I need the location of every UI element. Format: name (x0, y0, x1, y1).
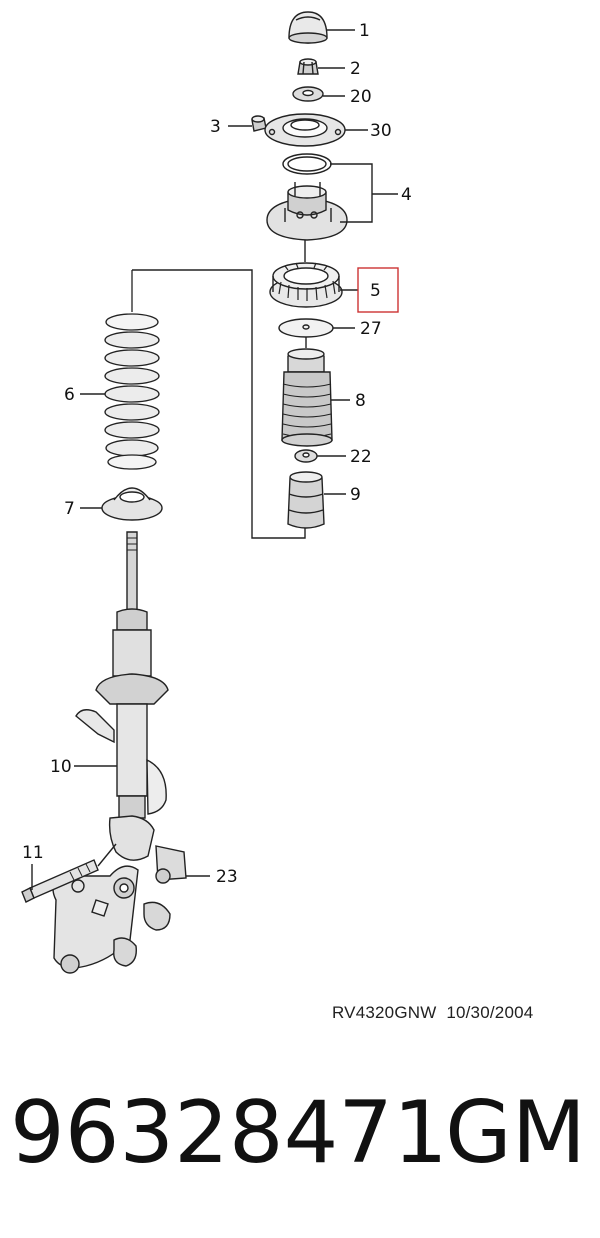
part-10-strut (95, 531, 169, 819)
part-5-bearing (269, 262, 343, 308)
callout-6: 6 (64, 385, 75, 405)
leader-4 (330, 163, 373, 223)
part-6-coil-spring (104, 270, 160, 470)
callout-4: 4 (401, 185, 412, 205)
part-4-strut-mount (266, 153, 348, 241)
part-22-washer (294, 449, 318, 463)
callout-11: 11 (22, 843, 44, 863)
callout-2: 2 (350, 59, 361, 79)
callout-30: 30 (370, 121, 392, 141)
part-2-nut (297, 58, 319, 75)
callout-23: 23 (216, 867, 238, 887)
knuckle-assembly (52, 709, 187, 974)
part-20-washer (292, 86, 324, 102)
part-number: 96328471 (10, 1083, 448, 1183)
assembly-bracket-line (132, 269, 306, 539)
callout-10: 10 (50, 757, 72, 777)
part-27-washer (278, 318, 334, 338)
suspension-exploded-diagram: 1 2 20 3 30 4 5 27 6 8 22 7 9 10 11 23 (21, 11, 412, 974)
callout-20: 20 (350, 87, 372, 107)
part-30-upper-plate (264, 113, 346, 147)
part-9-bump-stop (287, 471, 325, 529)
callout-5-highlight-box (357, 267, 399, 313)
callout-22: 22 (350, 447, 372, 467)
callout-7: 7 (64, 499, 75, 519)
part-7-spring-seat (101, 487, 163, 521)
part-3-nut (251, 115, 267, 132)
callout-8: 8 (355, 391, 366, 411)
manufacturer-label: GM (445, 1083, 586, 1183)
part-8-dust-boot (281, 348, 333, 447)
part-11-bolt (21, 859, 99, 903)
callout-1: 1 (359, 21, 370, 41)
callout-27: 27 (360, 319, 382, 339)
part-1-dust-cap (288, 11, 328, 44)
callout-labels: 1 2 20 3 30 4 5 27 6 8 22 7 9 10 11 23 (22, 21, 412, 887)
callout-9: 9 (350, 485, 361, 505)
diagram-reference-code: RV4320GNW 10/30/2004 (332, 1003, 534, 1022)
callout-3: 3 (210, 117, 221, 137)
callout-5: 5 (370, 281, 381, 301)
